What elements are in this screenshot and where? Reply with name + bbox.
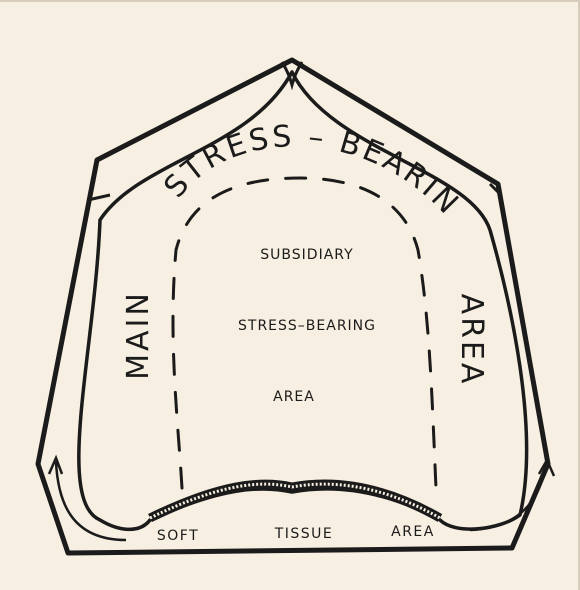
top-border [0,0,580,2]
inner-stress-bearing-label: STRESS–BEARING [238,318,376,334]
inner-area-label: AREA [273,389,315,405]
area-bottom-label: AREA [391,524,435,540]
soft-label: SOFT [157,528,199,544]
tissue-label: TISSUE [274,526,334,542]
posterior-seal-band [150,484,440,518]
main-label: MAIN [121,290,156,380]
subsidiary-label: SUBSIDIARY [260,247,353,263]
area-side-label: AREA [454,294,489,387]
right-soft-tissue-arrow [470,464,546,530]
stress-bearing-arc-label: STRESS – BEARING [0,0,467,223]
